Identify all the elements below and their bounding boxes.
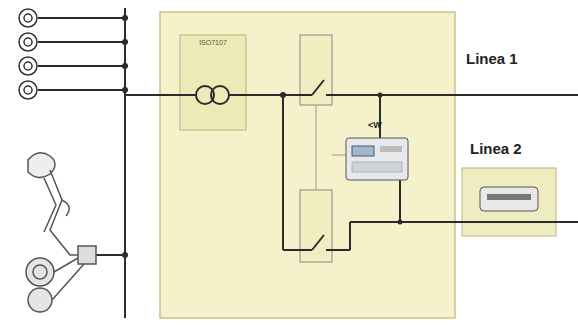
rating-label: <W — [368, 120, 382, 130]
load-box — [462, 168, 556, 236]
transformer-box — [180, 35, 246, 130]
control-links — [316, 105, 346, 190]
monitor-device — [346, 138, 408, 180]
load-device-slot — [487, 194, 531, 200]
switch-box — [300, 190, 332, 262]
meter-symbols — [19, 9, 37, 99]
transformer-symbol — [196, 86, 229, 104]
panel — [160, 12, 455, 318]
load-device — [480, 187, 538, 211]
wires — [38, 8, 578, 318]
device-box: ISO7107 — [180, 35, 246, 130]
line-label: Linea 2 — [470, 140, 522, 157]
device-code: ISO7107 — [180, 39, 246, 46]
line-label: Linea 1 — [466, 50, 518, 67]
equipment-illustration — [26, 153, 96, 312]
junction-dots — [122, 15, 403, 258]
